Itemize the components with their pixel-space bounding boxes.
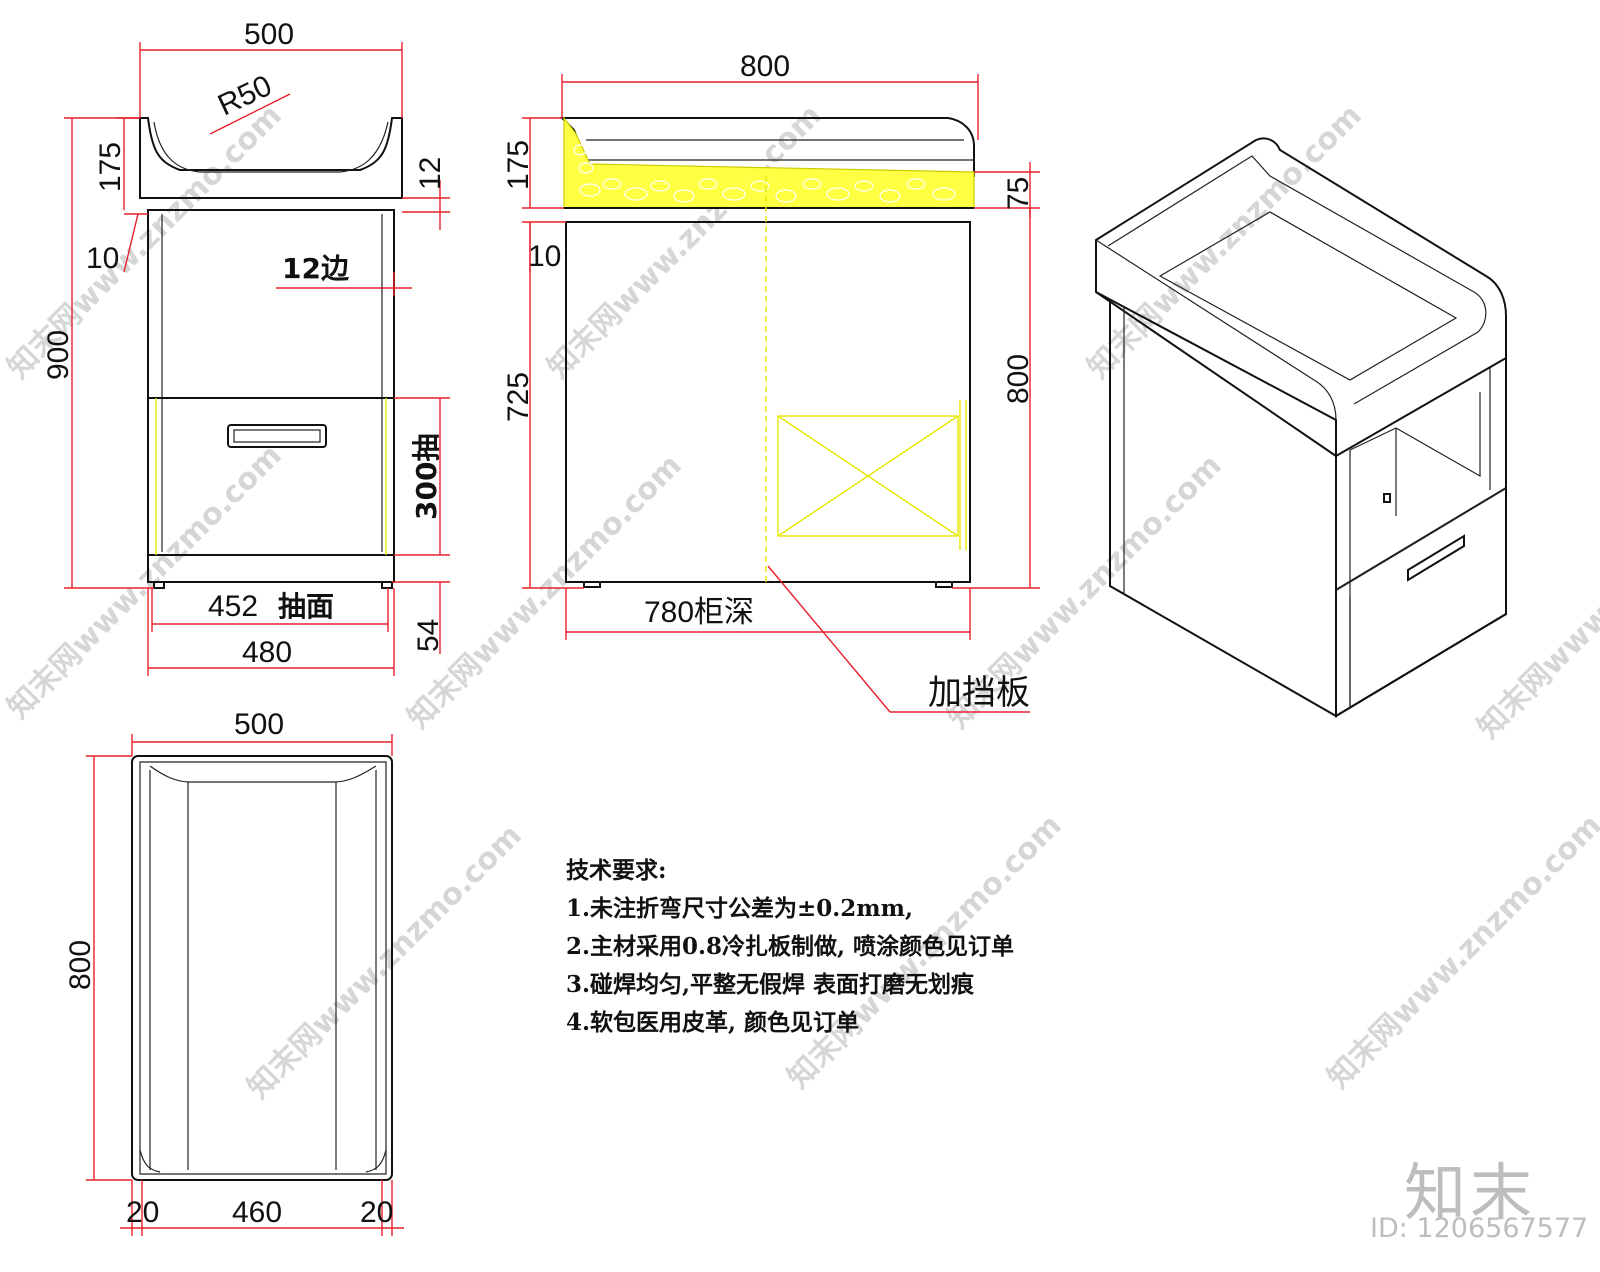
top-view: 500 800 20 460 20	[64, 708, 404, 1236]
side-drawer-cross	[777, 415, 959, 537]
iso-compartment-hole	[1383, 493, 1391, 503]
watermark-text: 知末网www.znzmo.com	[401, 448, 689, 736]
notes-item: 3.碰焊均匀,平整无假焊 表面打磨无划痕	[566, 971, 975, 998]
iso-body-left	[1109, 300, 1337, 718]
dim-front-height-top: 175	[94, 142, 127, 192]
dim-front-foot-height: 54	[412, 619, 445, 652]
front-drawer-handle	[227, 424, 327, 448]
dim-side-width-top: 800	[740, 50, 790, 83]
top-outline	[131, 755, 393, 1181]
iso-tray-inner-floor	[1158, 211, 1458, 381]
front-cabinet-body	[147, 209, 395, 583]
brand-logo: 知末	[1404, 1156, 1537, 1229]
dim-front-height-total: 900	[42, 330, 75, 380]
front-foot-right	[381, 581, 393, 589]
iso-drawer-top	[1335, 487, 1507, 591]
top-inner-frame	[139, 761, 387, 1175]
side-foot-right	[935, 581, 953, 588]
dim-front-drawer-face: 452	[208, 590, 258, 623]
notes-item: 1.未注折弯尺寸公差为±0.2mm,	[566, 895, 913, 922]
dim-line	[209, 93, 291, 135]
top-corner-curve	[139, 1149, 161, 1173]
top-tray-curve	[149, 765, 377, 783]
side-drawer-box	[777, 415, 959, 537]
dim-front-drawer-face-label: 抽面	[278, 590, 334, 623]
watermark-text: 知末网www.znzmo.com	[1321, 808, 1600, 1096]
dim-front-width-top: 500	[244, 18, 294, 51]
watermark-text: 知末网www.znzmo.com	[241, 818, 529, 1106]
dim-top-right-margin: 20	[360, 1196, 393, 1229]
notes-title: 技术要求:	[566, 857, 667, 884]
isometric-view	[1095, 137, 1507, 718]
front-drawer-handle-inner	[233, 429, 321, 443]
front-view: 500 R50 175 12 10 12边 900 300抽 54 452 抽面	[42, 18, 450, 676]
dim-top-depth: 800	[64, 940, 97, 990]
side-cushion-pattern	[573, 144, 956, 203]
dim-front-gap-12: 12	[414, 157, 447, 190]
dim-front-width-bottom: 480	[242, 636, 292, 669]
dim-side-height-top: 175	[502, 140, 535, 190]
watermark-text: 知末网www.znzmo.com	[541, 98, 829, 386]
dim-side-height-800: 800	[1002, 354, 1035, 404]
top-corner-curve	[365, 1149, 387, 1173]
technical-notes: 技术要求: 1.未注折弯尺寸公差为±0.2mm, 2.主材采用0.8冷扎板制做,…	[566, 852, 1014, 1042]
notes-item: 4.软包医用皮革, 颜色见订单	[566, 1009, 860, 1036]
side-cabinet-body	[565, 221, 971, 583]
dim-side-height-725: 725	[502, 372, 535, 422]
dim-line	[123, 213, 139, 273]
dim-side-depth: 780柜深	[644, 596, 754, 629]
dim-side-cushion-height: 75	[1002, 177, 1035, 210]
side-view: 800 175 75 10 725 800 780柜深 加挡板	[502, 50, 1040, 713]
dim-line	[767, 565, 891, 713]
front-tray-curve	[153, 121, 389, 173]
iso-tray-outer	[1095, 137, 1507, 458]
iso-tray-inner-back	[1107, 155, 1487, 405]
iso-drawer-handle	[1407, 534, 1465, 582]
notes-item: 2.主材采用0.8冷扎板制做, 喷涂颜色见订单	[566, 933, 1015, 960]
label-baffle: 加挡板	[928, 673, 1030, 713]
iso-tray-front-edge	[1095, 291, 1337, 457]
dim-front-drawer-height: 300抽	[410, 434, 443, 520]
dim-top-left-margin: 20	[126, 1196, 159, 1229]
iso-compartment	[1349, 392, 1481, 478]
dim-top-width: 500	[234, 708, 284, 741]
dim-side-gap-10: 10	[528, 240, 561, 273]
side-foot-left	[583, 581, 601, 588]
iso-tray-front-curve	[1095, 239, 1337, 421]
front-tray-outline	[139, 117, 403, 199]
dim-top-inner-width: 460	[232, 1196, 282, 1229]
watermark-text: 知末网www.znzmo.com	[1471, 458, 1600, 746]
front-foot-left	[153, 581, 165, 589]
image-id: ID: 1206567577	[1370, 1213, 1589, 1244]
dim-front-edge-12: 12边	[282, 252, 350, 285]
dim-front-gap-10: 10	[86, 242, 119, 275]
iso-drawer-front	[1335, 486, 1507, 718]
